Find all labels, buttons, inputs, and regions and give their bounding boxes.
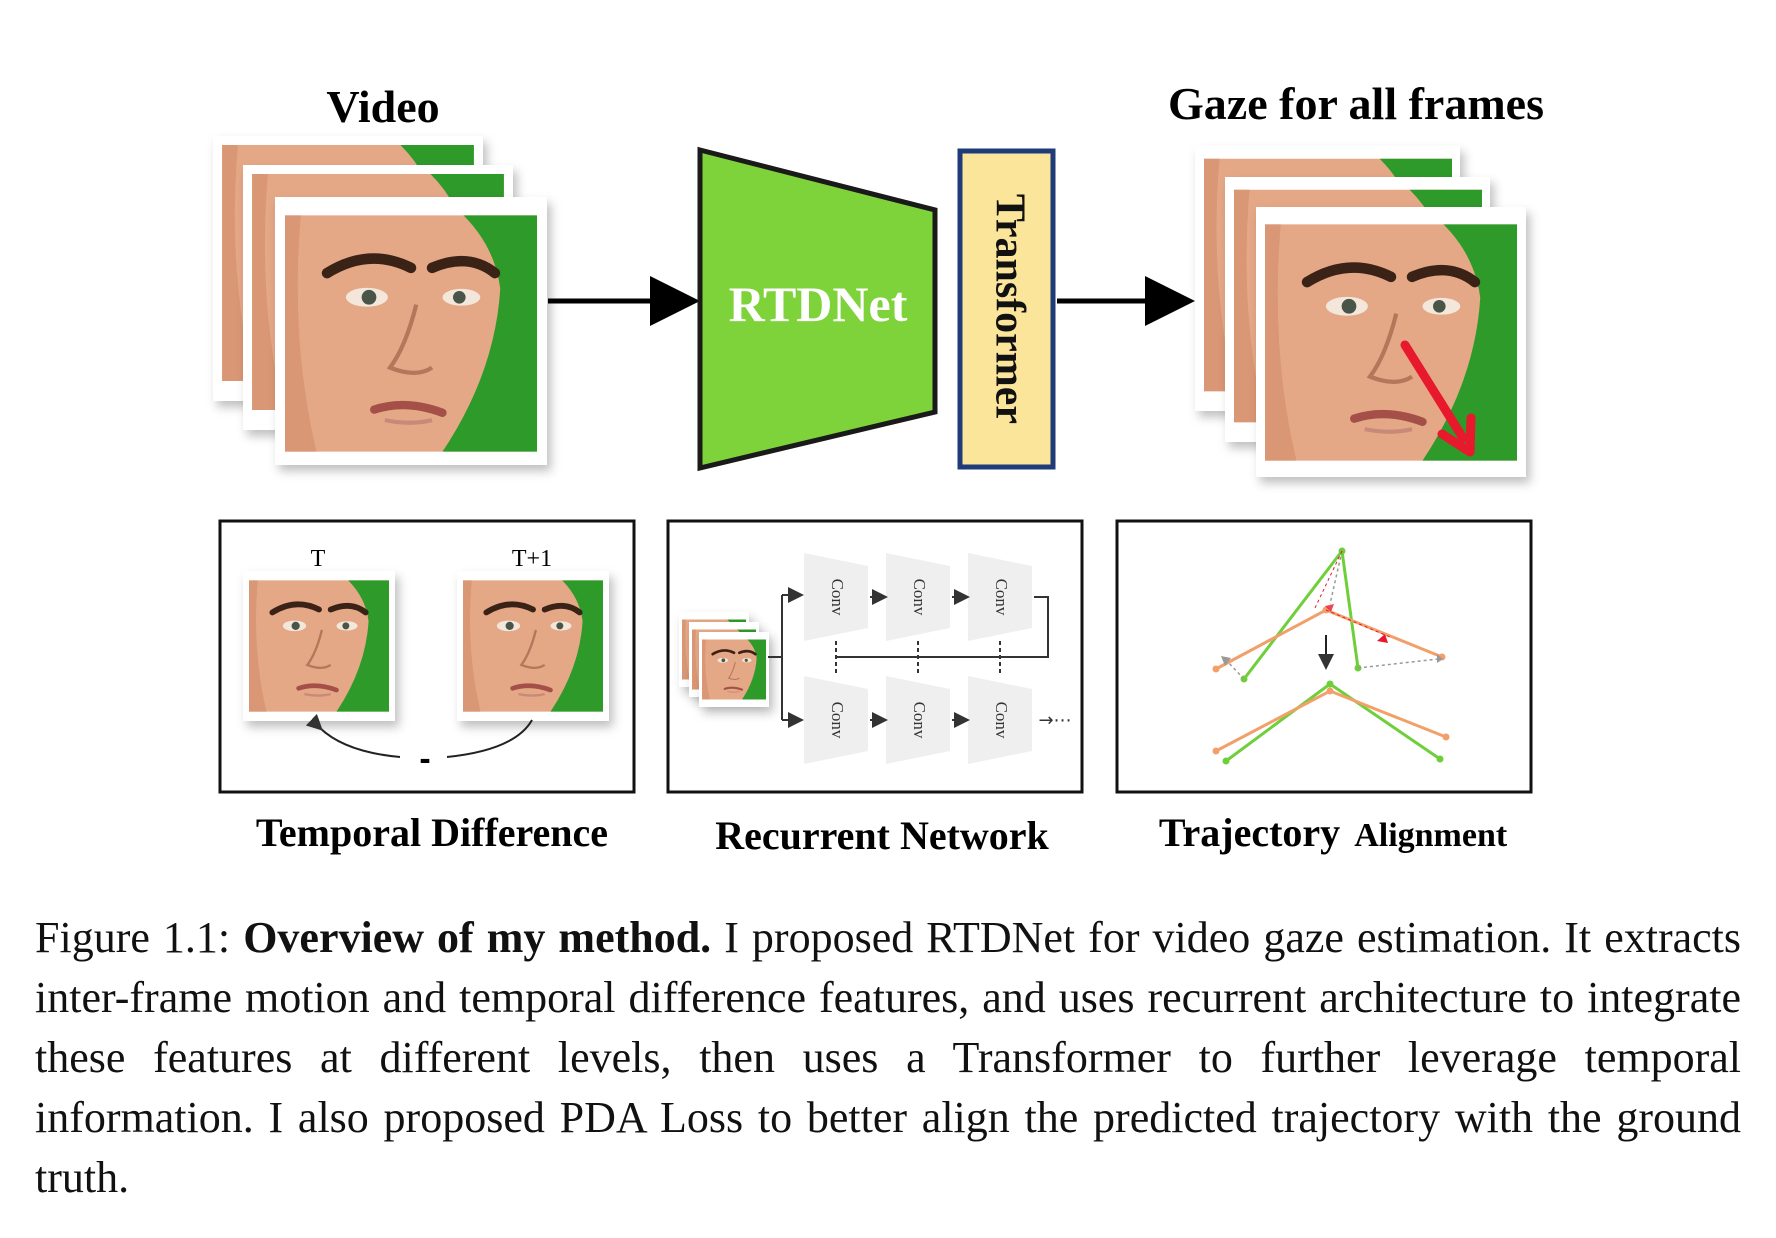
frame-t1-label: T+1 — [512, 546, 552, 572]
figure-caption: Figure 1.1: Overview of my method. I pro… — [35, 908, 1741, 1208]
recurrent-network-label: Recurrent Network — [715, 813, 1049, 858]
temporal-difference-label: Temporal Difference — [256, 810, 608, 855]
rtdnet-block: RTDNet — [697, 146, 938, 472]
minus-symbol: - — [419, 740, 430, 778]
trajectory-alignment-label: Trajectory Alignment — [1159, 810, 1508, 855]
transformer-block: Transformer — [957, 148, 1056, 470]
svg-text:Conv: Conv — [992, 702, 1011, 739]
video-label: Video — [326, 81, 439, 132]
conv-block: Conv — [968, 553, 1032, 641]
gaze-arrow-icon — [1400, 340, 1476, 457]
ellipsis: →⋯ — [1038, 710, 1071, 731]
caption-prefix: Figure 1.1: — [35, 913, 231, 962]
temporal-difference-panel: T T+1 - — [218, 519, 636, 794]
conv-block: Conv — [804, 553, 868, 641]
conv-block: Conv — [804, 676, 868, 764]
trajectory-word: Trajectory — [1159, 810, 1340, 855]
conv-block: Conv — [886, 553, 950, 641]
caption-bold: Overview of my method. — [243, 913, 712, 962]
input-video-stack — [213, 136, 547, 465]
conv-block: Conv — [886, 676, 950, 764]
output-gaze-stack — [1195, 146, 1526, 477]
alignment-word: Alignment — [1354, 817, 1508, 854]
face-frame — [275, 197, 547, 465]
svg-text:Conv: Conv — [828, 579, 847, 616]
svg-text:Conv: Conv — [828, 702, 847, 739]
conv-block: Conv — [968, 676, 1032, 764]
trajectory-alignment-panel — [1115, 519, 1533, 794]
recurrent-network-panel: Conv Conv Conv Conv Conv Conv — [666, 519, 1084, 794]
frame-t-label: T — [311, 546, 326, 572]
rtdnet-label: RTDNet — [729, 276, 908, 332]
svg-text:Conv: Conv — [992, 579, 1011, 616]
svg-text:Conv: Conv — [910, 702, 929, 739]
method-overview-figure: Video Gaze for all frames RTDNet Transfo… — [213, 78, 1544, 858]
caption-text: I proposed RTDNet for video gaze estimat… — [35, 913, 1742, 1202]
transformer-label: Transformer — [986, 194, 1032, 424]
svg-text:Conv: Conv — [910, 579, 929, 616]
gaze-label: Gaze for all frames — [1168, 78, 1544, 129]
